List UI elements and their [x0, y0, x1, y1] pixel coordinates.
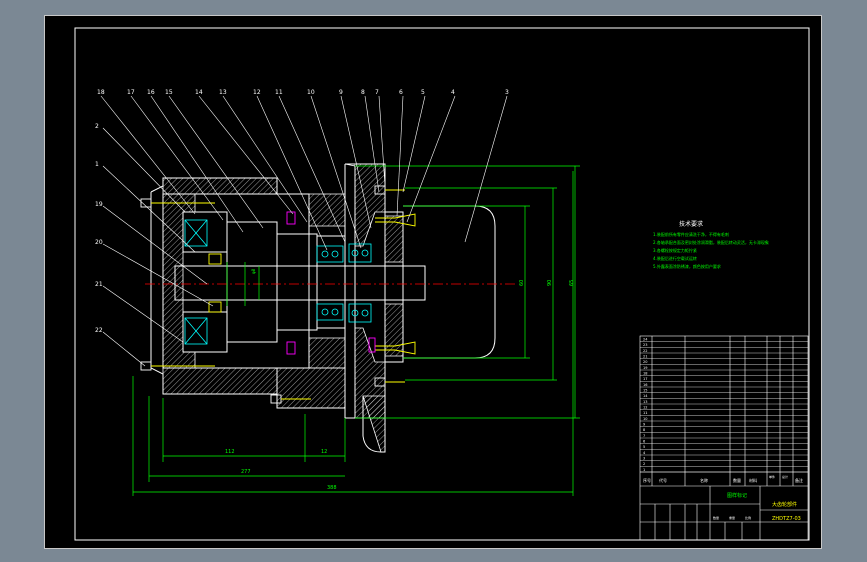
bom-row-seq: 6 [643, 439, 645, 443]
bom-row-seq: 4 [643, 451, 646, 455]
tech-req-line: 4.装配后进行空载试运转 [653, 255, 697, 261]
svg-text:12: 12 [253, 89, 261, 96]
section-hatching [162, 163, 404, 453]
assembly-drawing: 112 12 277 388 60 90 65 φ8 [74, 27, 810, 541]
bom-row-seq: 17 [643, 377, 647, 381]
title-qty: 数量 [713, 515, 719, 520]
bom-row-seq: 18 [643, 371, 647, 375]
bearings [184, 219, 372, 345]
svg-text:17: 17 [127, 89, 135, 96]
bom-row-seq: 20 [643, 360, 647, 364]
svg-text:2: 2 [95, 123, 99, 130]
svg-text:3: 3 [505, 89, 509, 96]
bom-row-seq: 7 [643, 434, 645, 438]
bom-col-total: 总计 [782, 474, 788, 479]
dimension-lines [132, 165, 580, 496]
bom-row-seq: 24 [643, 337, 648, 341]
bom-row-seq: 16 [643, 383, 647, 387]
dim-v65: 65 [569, 280, 575, 286]
svg-text:22: 22 [95, 327, 103, 334]
svg-text:6: 6 [399, 89, 403, 96]
drawing-sheet: 112 12 277 388 60 90 65 φ8 [44, 15, 822, 549]
bom-row-seq: 14 [643, 394, 648, 398]
fasteners [140, 185, 416, 404]
title-stage: 图样标记 [727, 492, 747, 499]
bom-row-seq: 10 [643, 417, 647, 421]
bom-row-seq: 22 [643, 349, 647, 353]
dim-12: 12 [321, 449, 327, 455]
svg-text:10: 10 [307, 89, 315, 96]
title-scale: 比例 [745, 515, 751, 520]
dim-v60: 60 [519, 280, 525, 286]
technical-requirements: 技术要求 1.装配前所有零件应清洗干净，不得有毛刺 2.各轴承配合面及密封处涂润… [653, 220, 769, 269]
title-number: ZHDTZ7-03 [772, 516, 801, 522]
tech-req-line: 2.各轴承配合面及密封处涂润滑脂，装配后转动灵活，无卡滞现象 [653, 239, 769, 245]
svg-text:20: 20 [95, 239, 103, 246]
inner-frame [74, 27, 810, 541]
dim-phi: φ8 [251, 268, 256, 274]
bom-row-seq: 12 [643, 405, 647, 409]
svg-text:8: 8 [361, 89, 365, 96]
bom-col-single: 单件 [769, 474, 775, 479]
svg-text:7: 7 [375, 89, 379, 96]
bom-header: 序号 代号 名称 数量 材料 单件 总计 备注 [643, 474, 803, 483]
bom-col-seq: 序号 [643, 477, 651, 483]
svg-text:5: 5 [421, 89, 425, 96]
svg-text:16: 16 [147, 89, 155, 96]
svg-text:19: 19 [95, 201, 103, 208]
svg-text:14: 14 [195, 89, 203, 96]
svg-text:15: 15 [165, 89, 173, 96]
bom-col-remark: 备注 [795, 477, 803, 483]
svg-text:11: 11 [275, 89, 283, 96]
title-weight: 重量 [729, 515, 735, 520]
tech-req-line: 1.装配前所有零件应清洗干净，不得有毛刺 [653, 231, 729, 237]
bom-row-seq: 19 [643, 366, 647, 370]
svg-text:1: 1 [95, 161, 99, 168]
svg-text:9: 9 [339, 89, 343, 96]
svg-text:18: 18 [97, 89, 105, 96]
svg-text:21: 21 [95, 281, 103, 288]
svg-text:13: 13 [219, 89, 227, 96]
dim-v90: 90 [547, 280, 553, 286]
bom-row-seq: 3 [643, 456, 645, 460]
bom-row-seq: 9 [643, 422, 645, 426]
title-name: 大齿轮部件 [772, 501, 797, 508]
bom-row-seq: 8 [643, 428, 645, 432]
tech-req-line: 5.外露表面涂防锈漆，颜色按用户要求 [653, 263, 721, 269]
callout-tags: 18 17 16 15 14 13 12 11 10 9 8 7 6 5 4 3… [95, 89, 509, 334]
dim-277: 277 [241, 469, 251, 475]
bom-col-code: 代号 [659, 477, 667, 483]
bom-row-seq: 2 [643, 462, 645, 466]
tech-req-line: 3.各螺栓按规定力矩拧紧 [653, 247, 697, 253]
tech-req-title: 技术要求 [679, 220, 703, 228]
bom-col-mat: 材料 [749, 477, 757, 483]
svg-text:4: 4 [451, 89, 455, 96]
bom-col-count: 数量 [733, 477, 741, 483]
bom-col-name: 名称 [700, 477, 708, 483]
bom-row-seq: 13 [643, 400, 647, 404]
bom-row-seq: 5 [643, 445, 645, 449]
title-block: 图样标记 大齿轮部件 ZHDTZ7-03 数量 重量 比例 [713, 492, 801, 522]
dim-112: 112 [225, 449, 235, 455]
leader-lines [100, 95, 508, 367]
bom-row-seq: 1 [643, 468, 645, 472]
dim-388: 388 [327, 485, 337, 491]
bom-row-seq: 21 [643, 354, 647, 358]
bom-row-seq: 15 [643, 388, 647, 392]
bom-row-seq: 23 [643, 343, 647, 347]
bom-row-seq: 11 [643, 411, 647, 415]
